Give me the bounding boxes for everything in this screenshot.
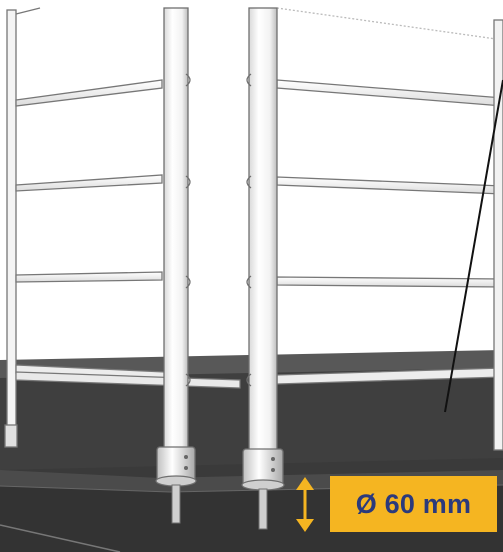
anchor-bolt-left (171, 484, 181, 524)
rail-clips-right (246, 73, 252, 387)
post-left (155, 7, 197, 524)
rail-clips-left (185, 73, 191, 387)
dimension-label-box (330, 476, 497, 532)
leader-line (444, 79, 503, 413)
post-right (241, 7, 285, 530)
anchor-bolt-right (258, 488, 268, 530)
dimension-label: Ø 60 mm (355, 488, 472, 519)
right-railing-bars (276, 7, 503, 451)
double-arrow-vertical-icon (296, 477, 314, 532)
